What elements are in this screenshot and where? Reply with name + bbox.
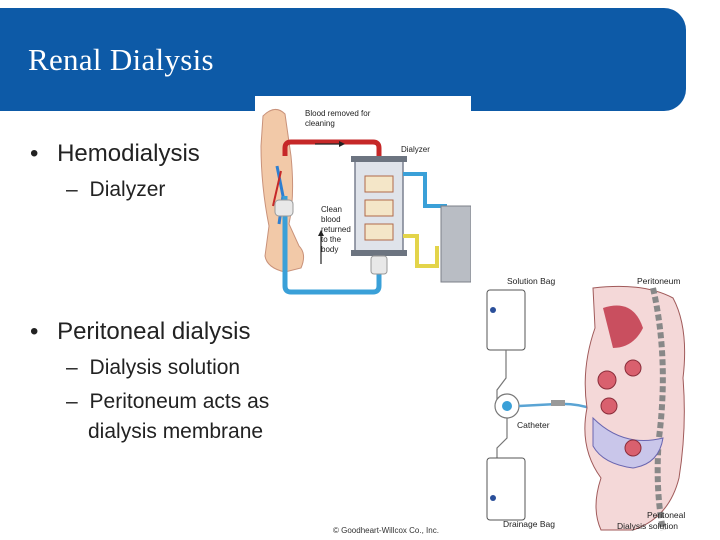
copyright-notice: © Goodheart-Willcox Co., Inc. — [333, 526, 439, 535]
sub-label: Dialysis solution — [89, 356, 241, 379]
bullet-dot: • — [30, 140, 39, 167]
filter-disc — [364, 223, 394, 241]
liver-organ — [603, 305, 643, 348]
title-bar — [0, 8, 686, 111]
drainage-bag — [486, 457, 526, 521]
peritoneal-figure: Solution Bag Peritoneum Catheter Drainag… — [483, 268, 709, 534]
bowel-loop — [597, 370, 617, 390]
bag-port — [490, 307, 496, 313]
filter-disc — [364, 175, 394, 193]
label-to-the: to the — [321, 235, 342, 244]
bubble-trap — [370, 255, 388, 275]
label-solution-bag: Solution Bag — [507, 276, 555, 286]
bullet-label: Hemodialysis — [57, 140, 200, 167]
dash: – — [66, 356, 78, 379]
hemodialysis-figure: Blood removed for cleaning Dialyzer Clea… — [255, 96, 471, 310]
spine — [650, 287, 666, 531]
dialysate-out-line — [403, 234, 439, 268]
sub-peritoneum-cont: dialysis membrane — [88, 420, 264, 443]
sub-label: Dialyzer — [89, 178, 166, 201]
arrow-head — [339, 141, 345, 147]
label-blood-removed-2: cleaning — [305, 119, 335, 128]
sub-dialyzer: – Dialyzer — [66, 178, 165, 202]
catheter-valve — [502, 401, 512, 411]
dialyzer-cap-top — [351, 156, 407, 162]
blood-return-tube — [282, 196, 382, 295]
bag-port — [490, 495, 496, 501]
pump-chamber — [274, 199, 294, 217]
bullet-hemodialysis: • Hemodialysis — [30, 140, 200, 168]
sub-label: Peritoneum acts as — [89, 390, 270, 413]
label-blood: blood — [321, 215, 341, 224]
outflow-tube — [496, 418, 508, 458]
bullet-peritoneal: • Peritoneal dialysis — [30, 318, 251, 346]
bowel-loop — [624, 359, 642, 377]
label-peritoneum: Peritoneum — [637, 276, 680, 286]
arrow-head — [318, 230, 324, 236]
label-blood-removed: Blood removed for — [305, 109, 371, 118]
bullet-label: Peritoneal dialysis — [57, 318, 251, 345]
artery-line — [272, 170, 282, 207]
dialysate-in-line — [403, 172, 447, 208]
solution-bag — [486, 289, 526, 351]
dash: – — [66, 178, 78, 201]
bullet-dot: • — [30, 318, 39, 345]
label-returned: returned — [321, 225, 351, 234]
label-drainage-bag: Drainage Bag — [503, 519, 555, 529]
label-peritoneal: Peritoneal — [647, 510, 685, 520]
dialyzer-cap-bottom — [351, 250, 407, 256]
label-clean: Clean — [321, 205, 342, 214]
bowel-loop — [600, 397, 618, 415]
label-dialyzer: Dialyzer — [401, 145, 430, 154]
label-dialysis-solution: Dialysis solution — [617, 521, 678, 531]
blood-out-tube — [282, 139, 382, 156]
label-catheter: Catheter — [517, 420, 550, 430]
catheter-clamp — [551, 400, 565, 406]
filter-disc — [364, 199, 394, 217]
dash: – — [66, 390, 78, 413]
sub-dialysis-solution: – Dialysis solution — [66, 356, 240, 380]
slide-title: Renal Dialysis — [28, 42, 214, 77]
sub-peritoneum: – Peritoneum acts as — [66, 390, 269, 414]
label-body: body — [321, 245, 338, 254]
bowel-loop — [624, 439, 642, 457]
dialysis-machine — [440, 205, 471, 283]
